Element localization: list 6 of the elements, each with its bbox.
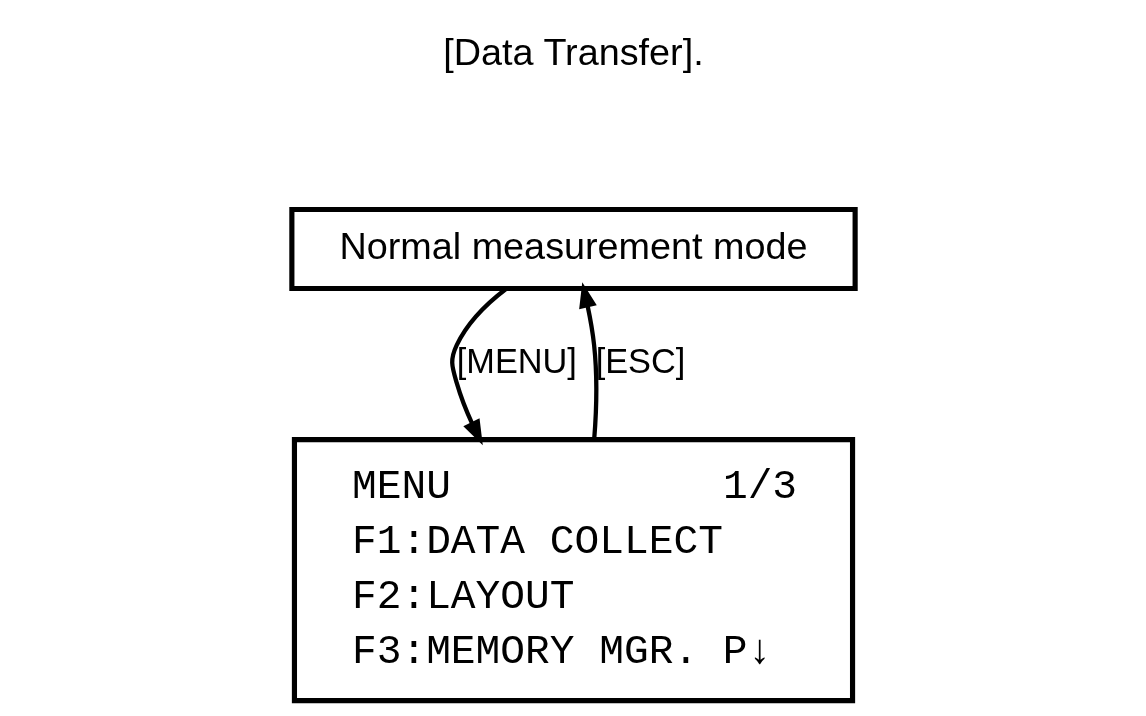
node-box: Normal measurement mode <box>288 206 858 292</box>
arrow <box>578 282 598 440</box>
label: [Data Transfer]. <box>442 30 704 73</box>
node-box: MENU 1/3 F1:DATA COLLECT F2:LAYOUT F3:MEMORY MGR. P↓ <box>291 437 855 704</box>
edge-label: [MENU] <box>456 341 577 380</box>
edge-label: [ESC] <box>595 341 685 380</box>
